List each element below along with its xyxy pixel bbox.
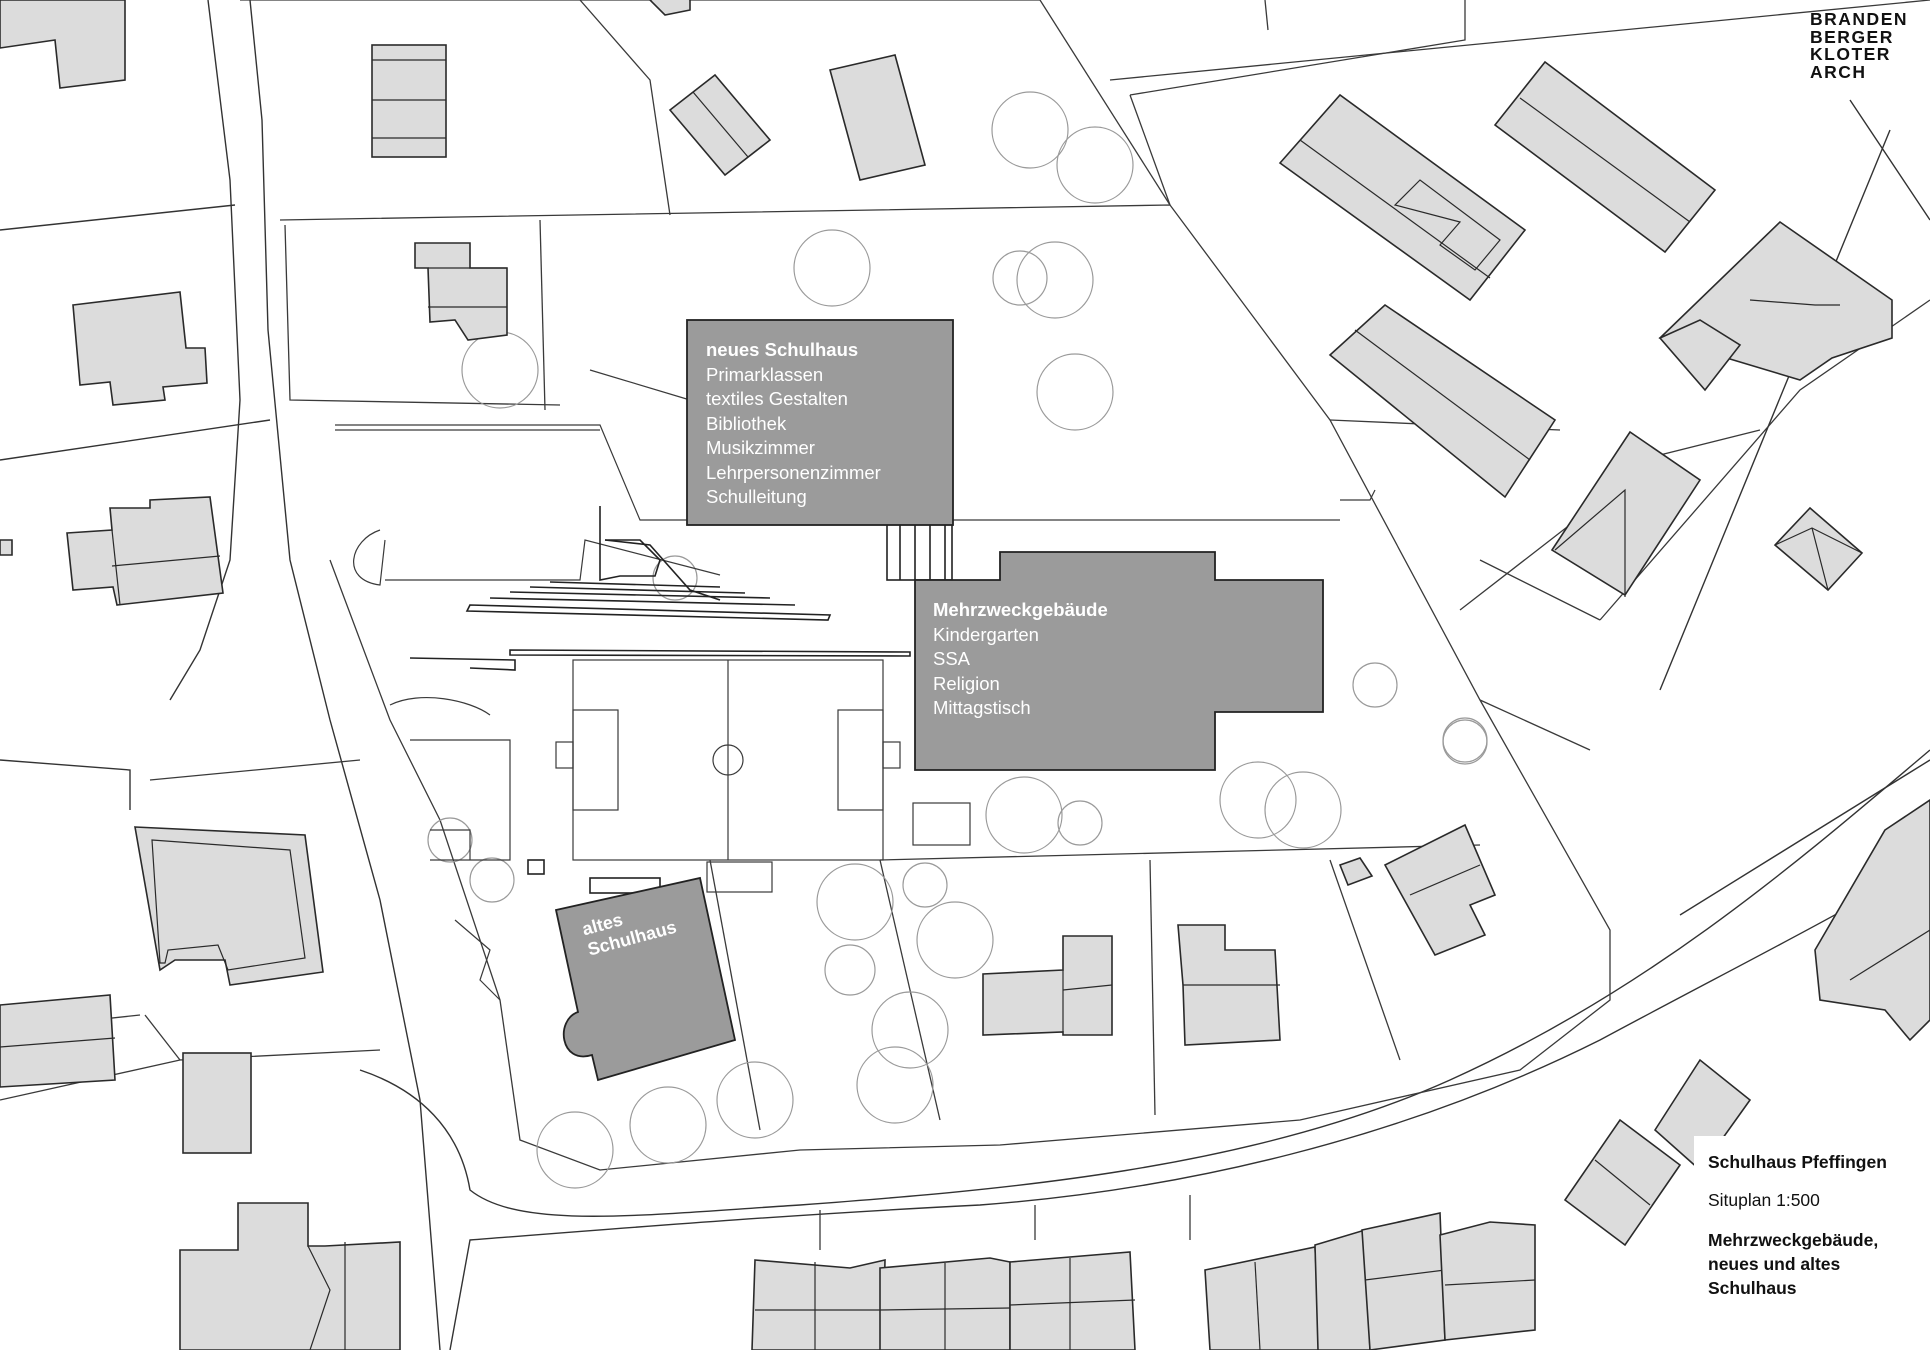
building-use: textiles Gestalten: [706, 388, 848, 409]
plan-scale: Situplan 1:500: [1708, 1190, 1820, 1210]
building-title: neues Schulhaus: [706, 339, 859, 360]
building-use: Primarklassen: [706, 363, 824, 385]
building-use: Religion: [933, 672, 1000, 694]
building-use: Mittagstisch: [933, 697, 1031, 718]
mehrzweckgebaeude-building: [914, 551, 1324, 771]
building-use: SSA: [933, 648, 971, 669]
building-use: Lehrpersonenzimmer: [706, 461, 881, 483]
project-title: Schulhaus Pfeffingen: [1708, 1152, 1887, 1172]
logo-line: KLOTER: [1810, 44, 1891, 64]
neues-schulhaus-building: [686, 319, 954, 526]
school-grounds: [335, 369, 1376, 1001]
building-use: Musikzimmer: [706, 437, 815, 458]
building-use: Kindergarten: [933, 623, 1039, 645]
trees: [427, 91, 1488, 1189]
neues-schulhaus-label: neues Schulhaus Primarklassen textiles G…: [706, 338, 881, 510]
mehrzweckgebaeude-label: Mehrzweckgebäude Kindergarten SSA Religi…: [933, 598, 1108, 721]
plan-description: Mehrzweckgebäude, neues und altes Schulh…: [1708, 1230, 1879, 1298]
altes-schulhaus-building: [554, 876, 737, 1082]
plan-legend: Schulhaus Pfeffingen Situplan 1:500 Mehr…: [1694, 1136, 1930, 1350]
stairs-and-ramps: [409, 506, 953, 894]
architect-logo: BRANDEN BERGER KLOTER ARCH: [1810, 9, 1908, 82]
logo-line: BRANDEN: [1810, 9, 1908, 29]
school-buildings: [554, 319, 1324, 1082]
building-use: Schulleitung: [706, 486, 807, 507]
building-use: Bibliothek: [706, 412, 787, 434]
building-title: Mehrzweckgebäude: [933, 599, 1108, 620]
logo-line: ARCH: [1810, 61, 1867, 82]
logo-line: BERGER: [1810, 26, 1894, 47]
